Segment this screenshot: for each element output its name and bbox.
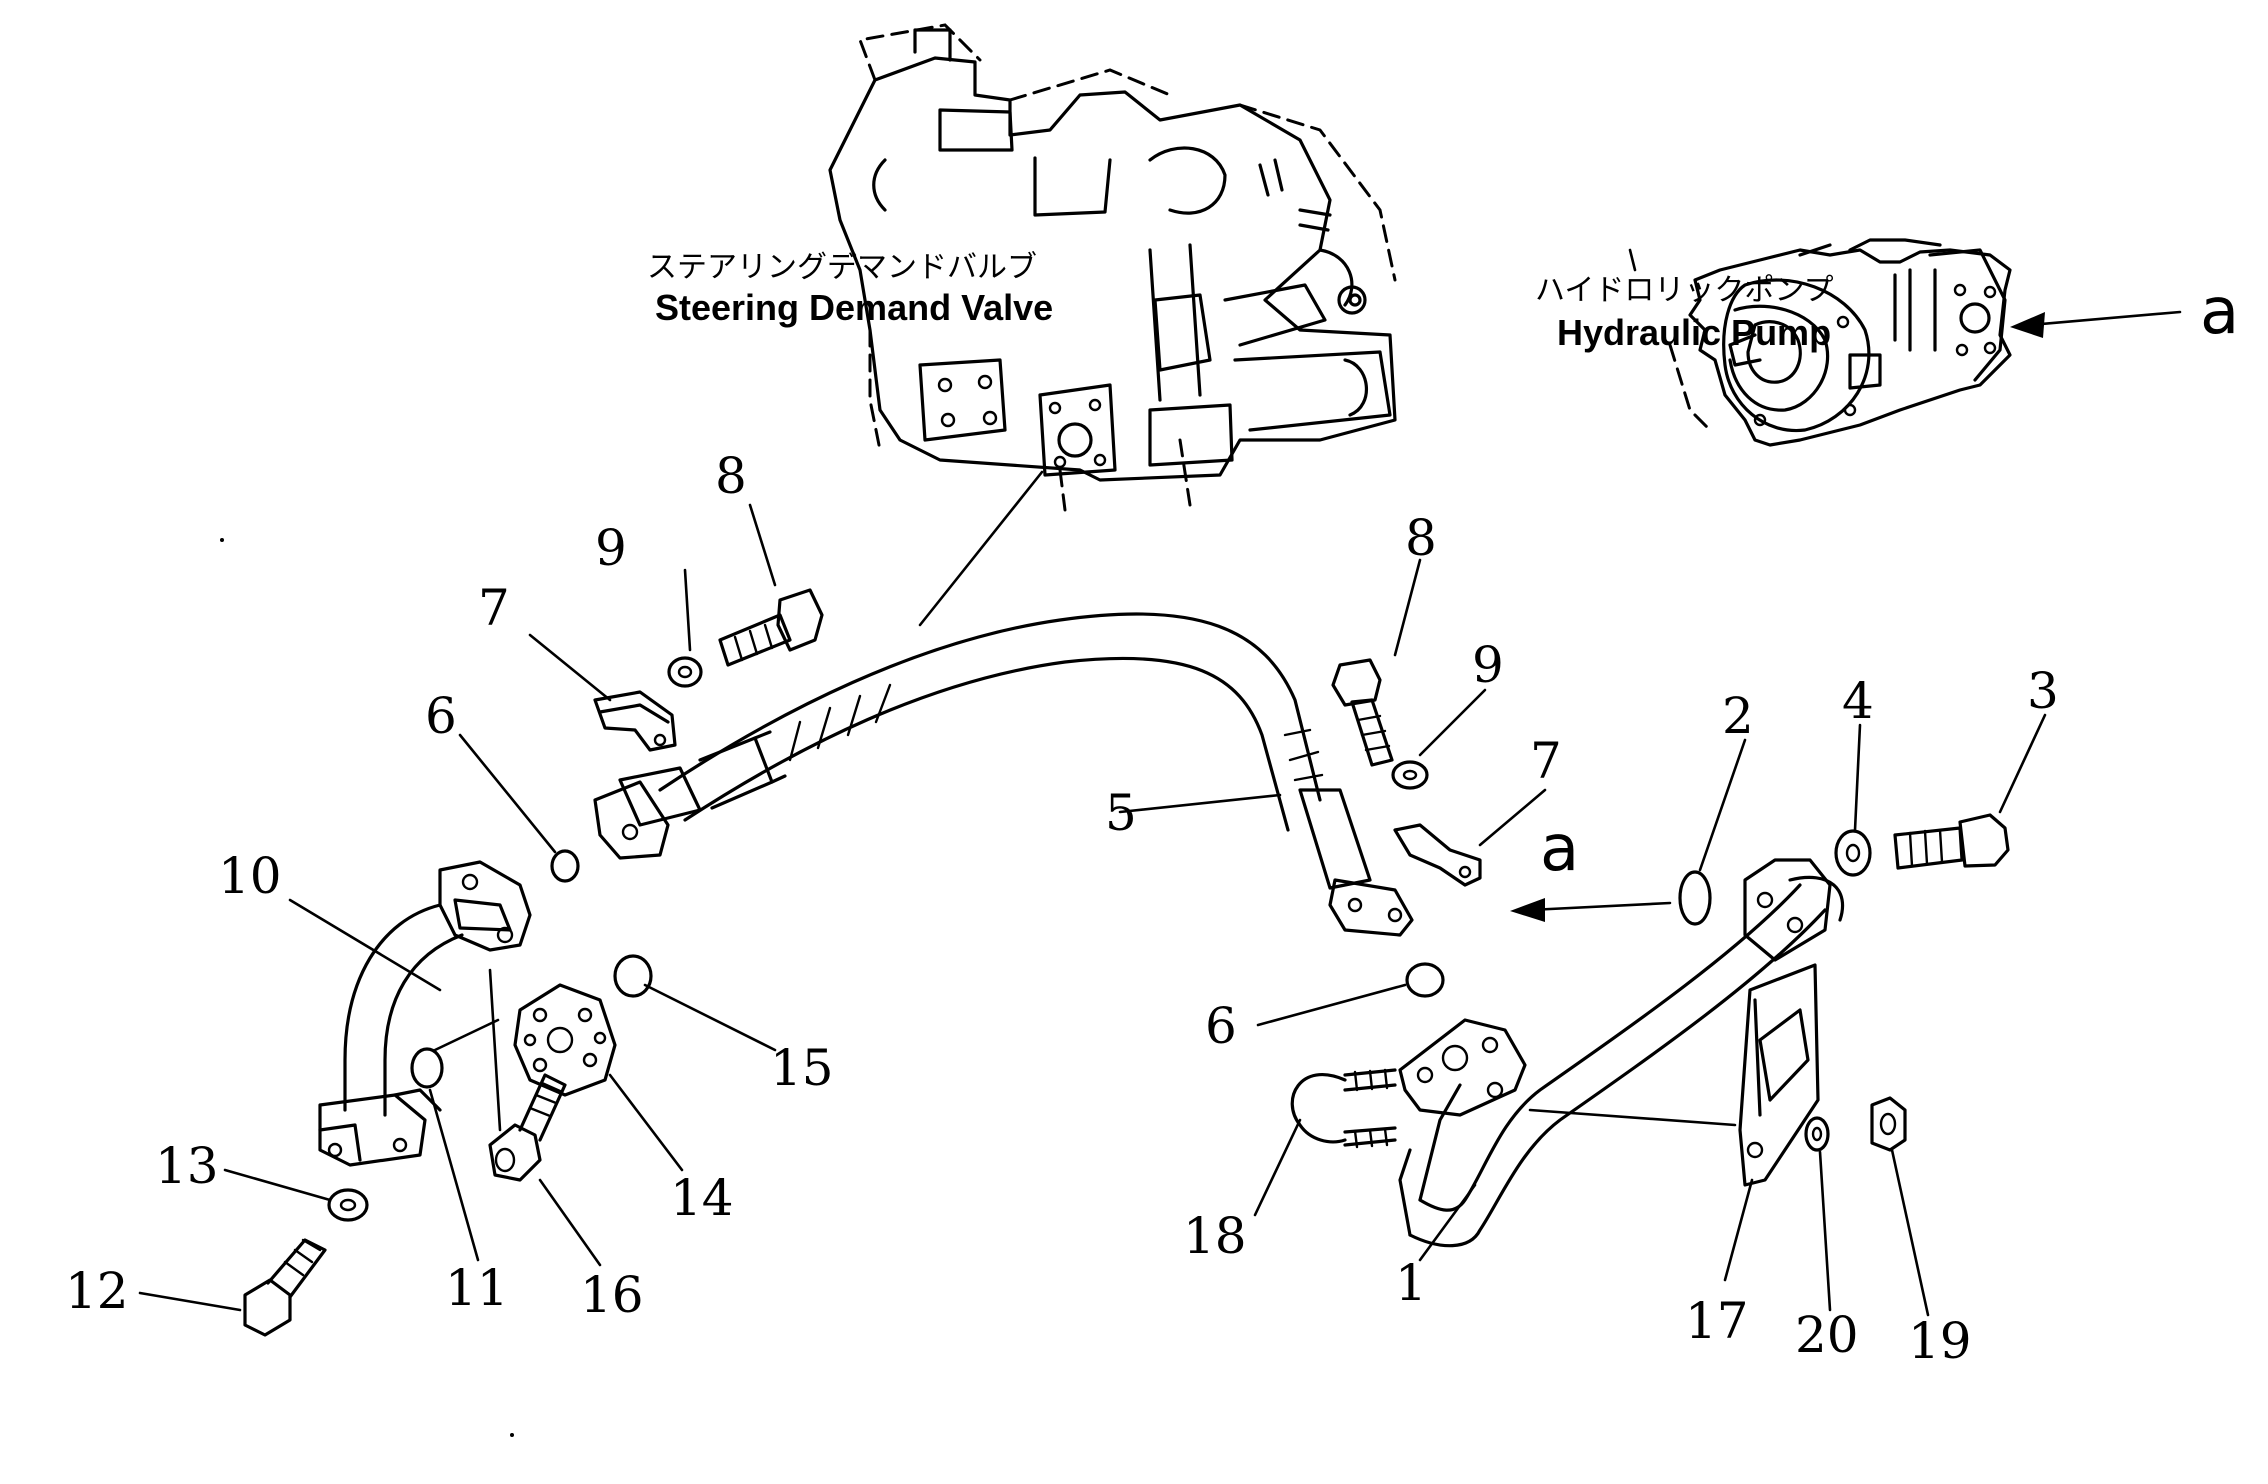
washer-9-left: [667, 656, 703, 688]
bracket-17: [1738, 963, 1820, 1187]
pump-label-jp: ハイドロリックポンプ: [1535, 273, 1834, 308]
view-letter-pump: a: [2200, 275, 2239, 349]
callout-16: 16: [580, 1266, 644, 1324]
callout-12: 12: [65, 1262, 129, 1320]
split-flange-7-right: [1393, 823, 1482, 887]
callout-numbers: 8 9 7 6 10 5 8 9 7 2 4 3 15 14 11 16 13 …: [65, 447, 2059, 1370]
elbow-tube-10: [318, 860, 532, 1167]
callout-14: 14: [670, 1169, 734, 1227]
bolt-8-left: [718, 588, 824, 667]
nut-19: [1870, 1096, 1907, 1152]
pump-label-en: Hydraulic Pump: [1557, 312, 1831, 353]
view-letter-pipe: a: [1540, 812, 1579, 886]
callout-15: 15: [770, 1039, 834, 1097]
washer-20: [1804, 1116, 1830, 1152]
bolt-8-right: [1331, 658, 1394, 767]
callout-5: 5: [1105, 784, 1137, 842]
steering-valve-label-jp: ステアリングデマンドバルブ: [647, 250, 1037, 285]
hose-assembly: [593, 612, 1414, 937]
flange-14: [513, 983, 617, 1097]
o-ring-15: [613, 954, 653, 998]
hydraulic-pump: [1668, 238, 2012, 447]
callout-18: 18: [1183, 1207, 1247, 1265]
callout-8-left: 8: [715, 447, 747, 505]
split-flange-7-left: [593, 690, 677, 752]
callout-6-left: 6: [425, 687, 457, 745]
tube-1: [1398, 858, 1845, 1248]
o-ring-6-left: [550, 849, 580, 883]
callout-7-left: 7: [478, 579, 510, 637]
callout-11: 11: [445, 1259, 509, 1317]
washer-9-right: [1391, 760, 1429, 790]
callout-2: 2: [1722, 687, 1754, 745]
callout-19: 19: [1908, 1312, 1972, 1370]
callout-9-right: 9: [1472, 636, 1504, 694]
callout-9-left: 9: [595, 519, 627, 577]
callout-17: 17: [1685, 1292, 1749, 1350]
callout-6-right: 6: [1205, 997, 1237, 1055]
bolt-12: [243, 1238, 327, 1337]
callout-13: 13: [155, 1137, 219, 1195]
steering-valve-label-en: Steering Demand Valve: [655, 287, 1053, 328]
callout-8-right: 8: [1405, 509, 1437, 567]
callout-10: 10: [218, 847, 282, 905]
o-ring-11: [410, 1047, 444, 1089]
o-ring-2: [1678, 870, 1712, 926]
callout-3: 3: [2027, 662, 2059, 720]
u-bolt-18: [1290, 1068, 1397, 1149]
o-ring-6-right: [1405, 962, 1445, 998]
view-arrow-pump: [2010, 310, 2182, 338]
callout-20: 20: [1795, 1306, 1859, 1364]
washer-13: [327, 1188, 369, 1222]
bolt-16: [488, 1073, 567, 1182]
leader-lines: [138, 248, 2047, 1317]
bolt-3: [1893, 813, 2010, 870]
washer-4: [1834, 829, 1872, 877]
callout-7-right: 7: [1530, 732, 1562, 790]
view-arrow-pipe: [1510, 898, 1672, 922]
callout-4: 4: [1842, 672, 1874, 730]
callout-1: 1: [1395, 1254, 1427, 1312]
steering-demand-valve: [828, 23, 1397, 512]
